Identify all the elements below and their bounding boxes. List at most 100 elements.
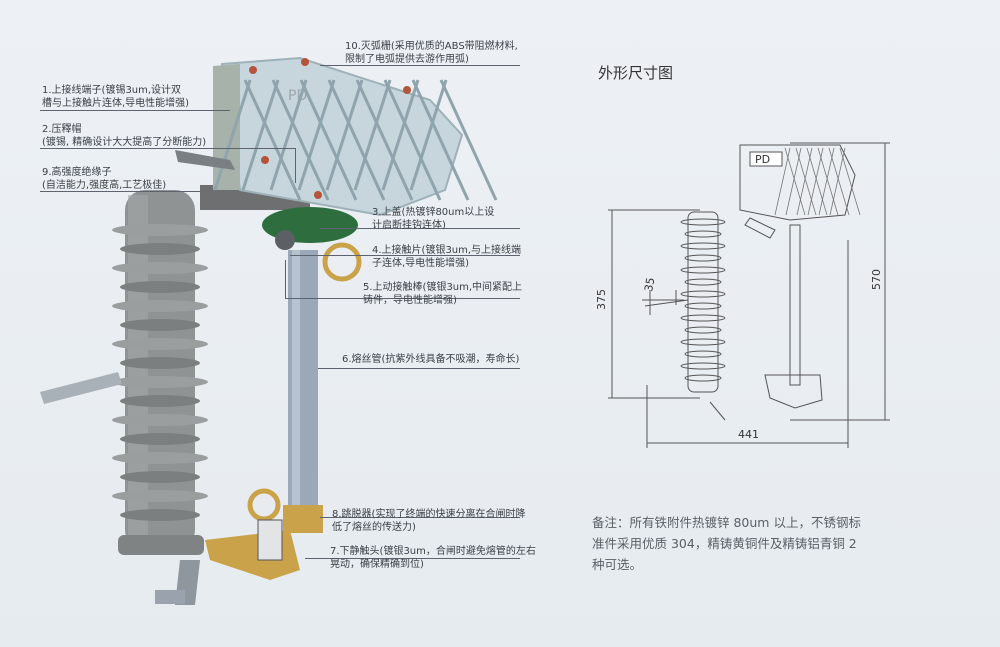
insulator-shed xyxy=(112,300,208,312)
arc-chute-rib xyxy=(299,79,358,201)
fuse-cutout-illustration: PD xyxy=(40,56,498,605)
callout-2-line2: (镀锡, 精确设计大大提高了分断能力) xyxy=(42,137,207,148)
leader-line-7 xyxy=(305,558,520,559)
drawing-arc-chute-rib xyxy=(829,147,846,216)
leader-line-10 xyxy=(320,65,520,66)
callout-4-line2: 子连体,导电性能增强) xyxy=(372,258,470,269)
leader-line-8 xyxy=(320,517,520,518)
insulator-shed xyxy=(120,281,200,293)
callout-7: 7.下静触头(镀银3um，合闸时避免熔管的左右 晃动，确保精确到位) xyxy=(330,545,536,571)
insulator-shed xyxy=(112,414,208,426)
callout-7-line2: 晃动，确保精确到位) xyxy=(330,559,424,570)
callout-8: 8.跳脱器(实现了终端的快速分离在合闸时降 低了熔丝的传送力) xyxy=(332,508,525,534)
leader-line-1 xyxy=(40,110,230,111)
insulator-shed xyxy=(120,395,200,407)
arc-chute-rib xyxy=(327,79,386,201)
drawing-arc-chute-rib xyxy=(818,147,835,216)
note-line3: 种可选。 xyxy=(592,557,643,572)
callout-1: 1.上接线端子(镀锡3um,设计双 槽与上接触片连体,导电性能增强) xyxy=(42,84,189,110)
arc-chute-rib xyxy=(383,79,442,201)
insulator-shed xyxy=(112,224,208,236)
insulator-shed xyxy=(120,509,200,521)
drawing-arc-chute-rib xyxy=(796,147,813,216)
drawing-arc-chute-rib xyxy=(784,147,806,216)
arc-chute-rib xyxy=(381,79,420,191)
callout-9: 9.高强度绝缘子 (自洁能力,强度高,工艺极佳) xyxy=(42,166,166,192)
leader-line-3 xyxy=(320,228,520,229)
dim-label-35: 35 xyxy=(642,276,657,292)
insulator-shed xyxy=(120,319,200,331)
insulator-shed xyxy=(112,376,208,388)
mounting-bracket xyxy=(40,372,122,404)
callout-10: 10.灭弧栅(采用优质的ABS带阻燃材料, 限制了电弧提供去游作用弧) xyxy=(345,40,518,66)
drawing-insulator-shed xyxy=(680,290,726,298)
arc-chute-rib xyxy=(241,79,280,191)
drawing-insulator-shed xyxy=(680,338,726,346)
callout-4: 4.上接触片(镀银3um,与上接线端 子连体,导电性能增强) xyxy=(372,244,521,270)
arc-chute-rib xyxy=(297,79,336,191)
callout-8-line1: 8.跳脱器(实现了终端的快速分离在合闸时降 xyxy=(332,509,526,520)
callout-2: 2.压釋帽 (镀锡, 精确设计大大提高了分断能力) xyxy=(42,123,206,149)
insulator-shed xyxy=(120,433,200,445)
insulator-shed xyxy=(120,243,200,255)
callout-9-line2: (自洁能力,强度高,工艺极佳) xyxy=(42,180,167,191)
leader-line-5-drop xyxy=(285,260,286,298)
dimension-drawing: PD 375 570 441 35 xyxy=(595,142,890,448)
arc-chute-rib xyxy=(409,79,448,191)
callout-4-line1: 4.上接触片(镀银3um,与上接线端 xyxy=(372,245,522,256)
callout-9-line1: 9.高强度绝缘子 xyxy=(42,167,112,178)
leader-line-5 xyxy=(285,298,520,299)
callout-3-line1: 3.上盖(热镀锌80um以上设 xyxy=(372,207,495,218)
callout-5: 5.上动接触棒(镀银3um,中间紧配上 铸件，导电性能增强) xyxy=(363,281,522,307)
arc-chute-rib xyxy=(411,79,470,201)
callout-2-line1: 2.压釋帽 xyxy=(42,124,82,135)
arc-chute-rib xyxy=(355,79,414,201)
arc-chute-rib xyxy=(269,79,308,191)
arc-chute-rib xyxy=(213,79,252,191)
drawing-arc-chute-rib xyxy=(839,147,861,216)
drawing-arc-chute-rib xyxy=(774,147,791,216)
insulator-shed xyxy=(112,338,208,350)
lower-contact-assembly xyxy=(155,488,300,605)
dim-label-570: 570 xyxy=(870,269,883,290)
drawing-insulator-shed xyxy=(684,326,722,334)
leader-line-4 xyxy=(290,255,520,256)
insulator-shed xyxy=(120,357,200,369)
leader-line-9 xyxy=(40,191,200,192)
arc-chute-plate-text: PD xyxy=(288,88,307,104)
note-line1: 备注：所有铁附件热镀锌 80um 以上，不锈钢标 xyxy=(592,515,861,530)
drawing-arc-chute-rib xyxy=(817,147,839,216)
arc-chute-rib xyxy=(353,79,392,191)
drawing-insulator-shed xyxy=(680,266,726,274)
drawing-arc-chute-rib xyxy=(806,147,828,216)
insulator xyxy=(112,190,208,555)
arc-chute-rib xyxy=(271,79,330,201)
upper-assembly: PD xyxy=(175,56,498,282)
leader-line-2-drop xyxy=(295,148,296,183)
callout-10-line2: 限制了电弧提供去游作用弧) xyxy=(345,54,469,65)
note-line2: 准件采用优质 304，精铸黄铜件及精铸铝青铜 2 xyxy=(592,536,857,551)
drawing-insulator-shed xyxy=(684,278,722,286)
drawing-title: 外形尺寸图 xyxy=(598,64,674,82)
drawing-insulator-shed xyxy=(684,350,722,358)
callout-8-line2: 低了熔丝的传送力) xyxy=(332,522,416,533)
insulator-shed xyxy=(112,262,208,274)
insulator-shed xyxy=(112,452,208,464)
callout-1-line2: 槽与上接触片连体,导电性能增强) xyxy=(42,98,190,109)
fuse-tube xyxy=(283,250,323,533)
callout-10-line1: 10.灭弧栅(采用优质的ABS带阻燃材料, xyxy=(345,41,518,52)
callout-1-line1: 1.上接线端子(镀锡3um,设计双 xyxy=(42,85,182,96)
drawing-plate-text: PD xyxy=(755,153,770,166)
arc-chute-rib xyxy=(243,79,302,201)
insulator-shed xyxy=(120,471,200,483)
insulator-shed xyxy=(112,490,208,502)
remarks-note: 备注：所有铁附件热镀锌 80um 以上，不锈钢标 准件采用优质 304，精铸黄铜… xyxy=(592,512,892,575)
callout-3-line2: 计启断挂钩连体) xyxy=(372,220,446,231)
dim-label-441: 441 xyxy=(738,428,759,441)
callout-7-line1: 7.下静触头(镀银3um，合闸时避免熔管的左右 xyxy=(330,546,536,557)
drawing-insulator-shed xyxy=(680,242,726,250)
callout-3: 3.上盖(热镀锌80um以上设 计启断挂钩连体) xyxy=(372,206,494,232)
drawing-insulator-shed xyxy=(684,302,722,310)
leader-line-6 xyxy=(318,368,520,369)
